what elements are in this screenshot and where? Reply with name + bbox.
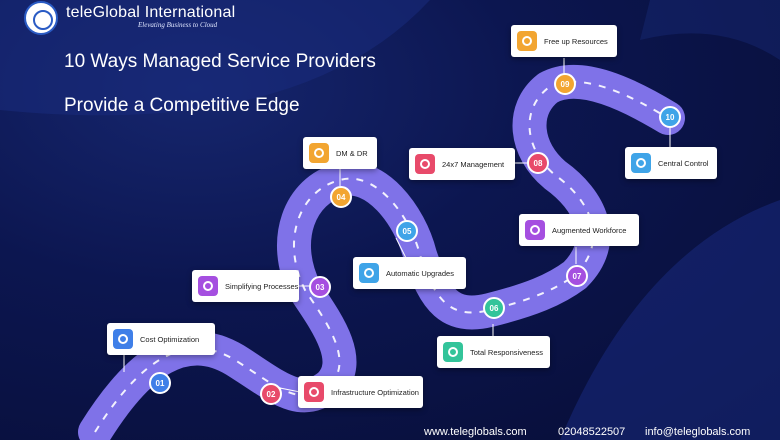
step-label: DM & DR <box>336 148 368 158</box>
step-label: Central Control <box>658 158 709 168</box>
step-label: Simplifying Processes <box>225 281 299 291</box>
step-pin-07: 07 <box>566 265 588 287</box>
list-icon <box>198 276 218 296</box>
footer-email: info@teleglobals.com <box>645 426 751 438</box>
brand-name: teleGlobal International <box>66 4 236 21</box>
step-label: Cost Optimization <box>140 334 200 344</box>
step-pin-06: 06 <box>483 297 505 319</box>
footer-website: www.teleglobals.com <box>424 426 527 438</box>
resources-icon <box>517 31 537 51</box>
step-card-automatic-upgrades: Automatic Upgrades <box>353 257 466 289</box>
footer-phone: 02048522507 <box>558 426 626 438</box>
step-pin-01: 01 <box>149 372 171 394</box>
step-label: Infrastructure Optimization <box>331 387 419 397</box>
title-line-2: Provide a Competitive Edge <box>64 95 300 116</box>
step-card-24x7-management: 24x7 Management <box>409 148 515 180</box>
step-pin-09: 09 <box>554 73 576 95</box>
teleglobal-logo <box>24 1 58 35</box>
network-icon <box>631 153 651 173</box>
step-pin-02: 02 <box>260 383 282 405</box>
step-label: 24x7 Management <box>442 159 505 169</box>
step-label: Total Responsiveness <box>470 347 543 357</box>
cloud-upgrade-icon <box>359 263 379 283</box>
step-card-cost-optimization: Cost Optimization <box>107 323 215 355</box>
handshake-icon <box>443 342 463 362</box>
step-label: Augmented Workforce <box>552 225 627 235</box>
step-card-augmented-workforce: Augmented Workforce <box>519 214 639 246</box>
step-label: Automatic Upgrades <box>386 268 454 278</box>
dollar-icon <box>113 329 133 349</box>
people-icon <box>415 154 435 174</box>
step-card-central-control: Central Control <box>625 147 717 179</box>
step-card-free-up-resources: Free up Resources <box>511 25 617 57</box>
gear-icon <box>304 382 324 402</box>
brand-tagline: Elevating Business to Cloud <box>138 21 218 29</box>
step-pin-10: 10 <box>659 106 681 128</box>
step-card-total-responsiveness: Total Responsiveness <box>437 336 550 368</box>
step-label: Free up Resources <box>544 36 608 46</box>
step-card-dm-dr: DM & DR <box>303 137 377 169</box>
title-line-1: 10 Ways Managed Service Providers <box>64 51 376 72</box>
step-pin-03: 03 <box>309 276 331 298</box>
step-pin-08: 08 <box>527 152 549 174</box>
step-card-simplifying-processes: Simplifying Processes <box>192 270 299 302</box>
backup-icon <box>309 143 329 163</box>
step-pin-04: 04 <box>330 186 352 208</box>
step-card-infrastructure-optimization: Infrastructure Optimization <box>298 376 423 408</box>
team-icon <box>525 220 545 240</box>
step-pin-05: 05 <box>396 220 418 242</box>
